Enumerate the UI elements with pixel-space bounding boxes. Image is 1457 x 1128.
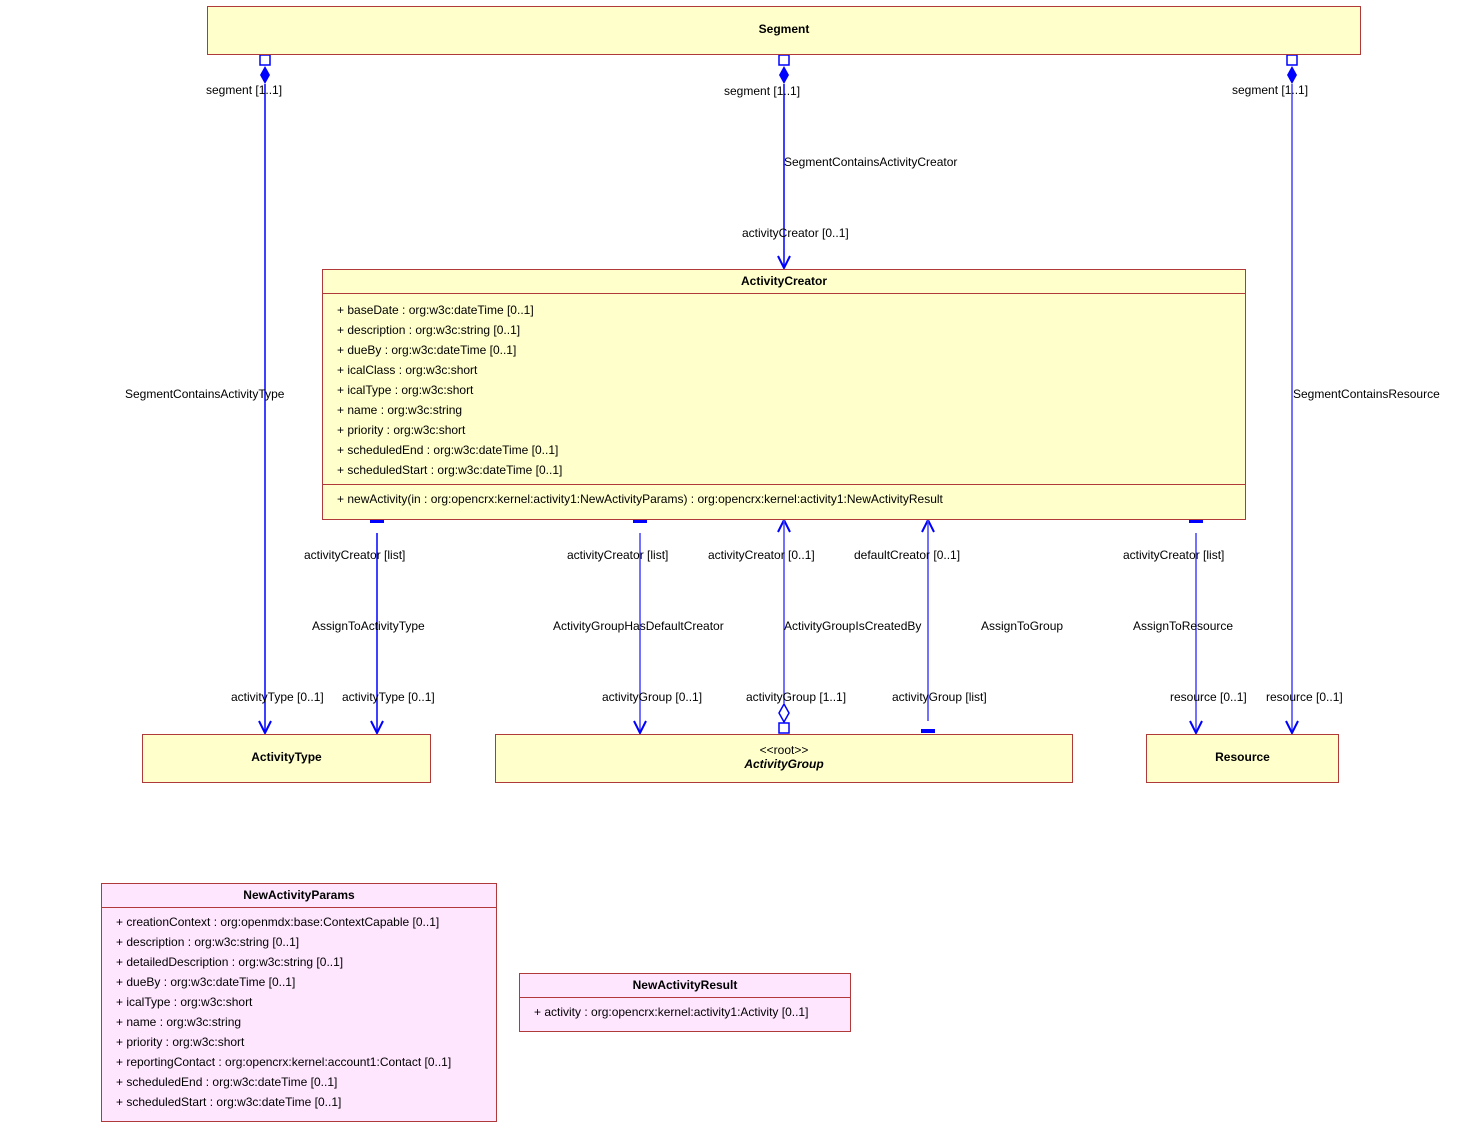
class-resource[interactable]: Resource [1146,734,1339,783]
role-label: activityGroup [1..1] [746,690,847,704]
arrow-head-icon [777,255,791,271]
role-label: activityCreator [0..1] [708,548,815,562]
role-label: activityGroup [0..1] [602,690,703,704]
aggregation-anchor-icon [1286,54,1298,66]
attribute: + scheduledEnd : org:w3c:dateTime [0..1] [116,1075,338,1089]
assoc-group-default-creator[interactable] [633,519,647,736]
aggregation-anchor-icon [778,722,790,734]
assoc-assign-group[interactable] [921,517,935,733]
attribute: + priority : org:w3c:short [337,423,466,437]
operation: + newActivity(in : org:opencrx:kernel:ac… [337,492,943,506]
attribute-list: + baseDate : org:w3c:dateTime [0..1] + de… [323,294,1245,485]
class-activity-creator[interactable]: ActivityCreator + baseDate : org:w3c:dat… [322,269,1246,520]
attribute: + detailedDescription : org:w3c:string [… [116,955,344,969]
attribute-list: + creationContext : org:openmdx:base:Con… [102,908,496,1116]
attribute: + scheduledStart : org:w3c:dateTime [0..… [116,1095,342,1109]
struct-new-activity-result[interactable]: NewActivityResult + activity : org:openc… [519,973,851,1032]
class-stereotype: <<root>> [759,743,809,757]
attribute: + icalClass : org:w3c:short [337,363,478,377]
association-name: SegmentContainsActivityCreator [784,155,958,169]
association-name: AssignToResource [1133,619,1234,633]
composition-diamond-icon [779,66,789,84]
attribute-list: + activity : org:opencrx:kernel:activity… [520,998,850,1026]
role-label: activityCreator [0..1] [742,226,849,240]
role-label: activityType [0..1] [231,690,324,704]
list-end-marker-icon [921,729,935,733]
role-label: defaultCreator [0..1] [854,548,961,562]
class-name: NewActivityResult [520,974,850,998]
role-label: activityCreator [list] [567,548,669,562]
association-name: AssignToActivityType [312,619,425,633]
list-end-marker-icon [1189,519,1203,523]
attribute: + creationContext : org:openmdx:base:Con… [116,915,440,929]
association-name: AssignToGroup [981,619,1064,633]
arrow-head-icon [633,720,647,736]
assoc-assign-activitytype[interactable] [370,519,384,736]
class-activity-group[interactable]: <<root>> ActivityGroup [495,734,1073,783]
class-name: Resource [1215,750,1270,764]
aggregation-diamond-icon [778,702,790,724]
arrow-head-icon [258,720,272,736]
class-name: ActivityCreator [323,270,1245,294]
role-label: segment [1..1] [206,83,283,97]
arrow-head-icon [1189,720,1203,736]
attribute: + name : org:w3c:string [337,403,463,417]
aggregation-anchor-icon [778,54,790,66]
attribute: + dueBy : org:w3c:dateTime [0..1] [116,975,296,989]
aggregation-anchor-icon [259,54,271,66]
arrow-head-icon [1285,720,1299,736]
association-name: ActivityGroupIsCreatedBy [784,619,922,633]
attribute: + description : org:w3c:string [0..1] [116,935,300,949]
class-name: ActivityType [251,750,322,764]
attribute: + description : org:w3c:string [0..1] [337,323,521,337]
class-segment[interactable]: Segment [207,6,1361,55]
class-name: Segment [758,22,810,36]
role-label: resource [0..1] [1266,690,1343,704]
assoc-assign-resource[interactable] [1189,519,1203,736]
assoc-segment-activitytype[interactable] [258,54,272,736]
class-name: NewActivityParams [102,884,496,908]
attribute: + priority : org:w3c:short [116,1035,245,1049]
assoc-group-created-by[interactable] [777,517,791,734]
role-label: segment [1..1] [1232,83,1309,97]
operation-list: + newActivity(in : org:opencrx:kernel:ac… [323,485,1245,509]
attribute: + scheduledStart : org:w3c:dateTime [0..… [337,463,563,477]
role-label: activityGroup [list] [892,690,987,704]
assoc-segment-activitycreator[interactable] [777,54,791,271]
list-end-marker-icon [370,519,384,523]
attribute: + baseDate : org:w3c:dateTime [0..1] [337,303,534,317]
attribute: + reportingContact : org:opencrx:kernel:… [116,1055,452,1069]
attribute: + activity : org:opencrx:kernel:activity… [534,1005,809,1019]
composition-diamond-icon [1287,66,1297,84]
class-name: ActivityGroup [744,757,824,771]
attribute: + scheduledEnd : org:w3c:dateTime [0..1] [337,443,559,457]
role-label: activityCreator [list] [304,548,406,562]
attribute: + name : org:w3c:string [116,1015,242,1029]
role-label: activityType [0..1] [342,690,435,704]
struct-new-activity-params[interactable]: NewActivityParams + creationContext : or… [101,883,497,1122]
attribute: + icalType : org:w3c:short [337,383,474,397]
role-label: resource [0..1] [1170,690,1247,704]
role-label: segment [1..1] [724,84,801,98]
association-name: ActivityGroupHasDefaultCreator [553,619,724,633]
list-end-marker-icon [633,519,647,523]
class-activity-type[interactable]: ActivityType [142,734,431,783]
composition-diamond-icon [260,66,270,84]
association-name: SegmentContainsActivityType [125,387,285,401]
association-name: SegmentContainsResource [1293,387,1440,401]
role-label: activityCreator [list] [1123,548,1225,562]
arrow-head-icon [370,720,384,736]
assoc-segment-resource[interactable] [1285,54,1299,736]
attribute: + dueBy : org:w3c:dateTime [0..1] [337,343,517,357]
attribute: + icalType : org:w3c:short [116,995,253,1009]
